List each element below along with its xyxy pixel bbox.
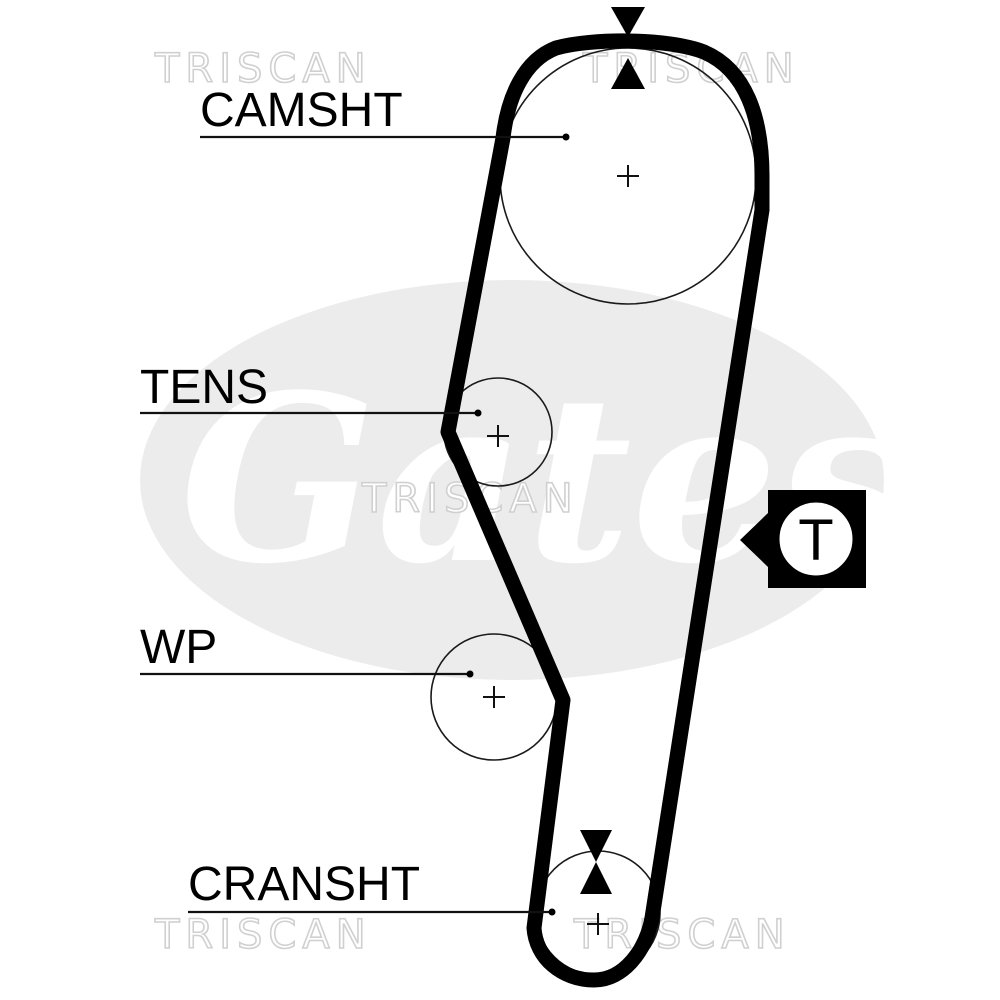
crankshaft-leader-dot [548, 908, 556, 916]
triscan-watermark-bottom-left: TRISCAN [154, 912, 372, 958]
water-pump-label: WP [140, 621, 217, 674]
triscan-watermark-center: TRISCAN [361, 476, 579, 522]
tensioner-callout: TENS [140, 361, 482, 417]
camshaft-leader-dot [562, 133, 570, 141]
tensioner-leader-dot [474, 409, 482, 417]
water-pump-leader-dot [466, 670, 474, 678]
timing-mark-bottom-icon [580, 830, 612, 894]
camshaft-label: CAMSHT [200, 84, 403, 137]
tension-marker-circle [776, 499, 856, 579]
crankshaft-label: CRANSHT [188, 858, 420, 911]
triscan-watermark-bottom-right: TRISCAN [573, 912, 791, 958]
camshaft-callout: CAMSHT [200, 84, 570, 141]
tension-marker-symbol: T [798, 508, 833, 573]
timing-mark-top-icon [611, 7, 645, 89]
tensioner-label: TENS [140, 361, 268, 414]
crankshaft-callout: CRANSHT [188, 858, 556, 916]
tension-check-icon: T [740, 490, 866, 588]
water-pump-callout: WP [140, 621, 474, 678]
triscan-watermark-top-left: TRISCAN [154, 46, 372, 92]
